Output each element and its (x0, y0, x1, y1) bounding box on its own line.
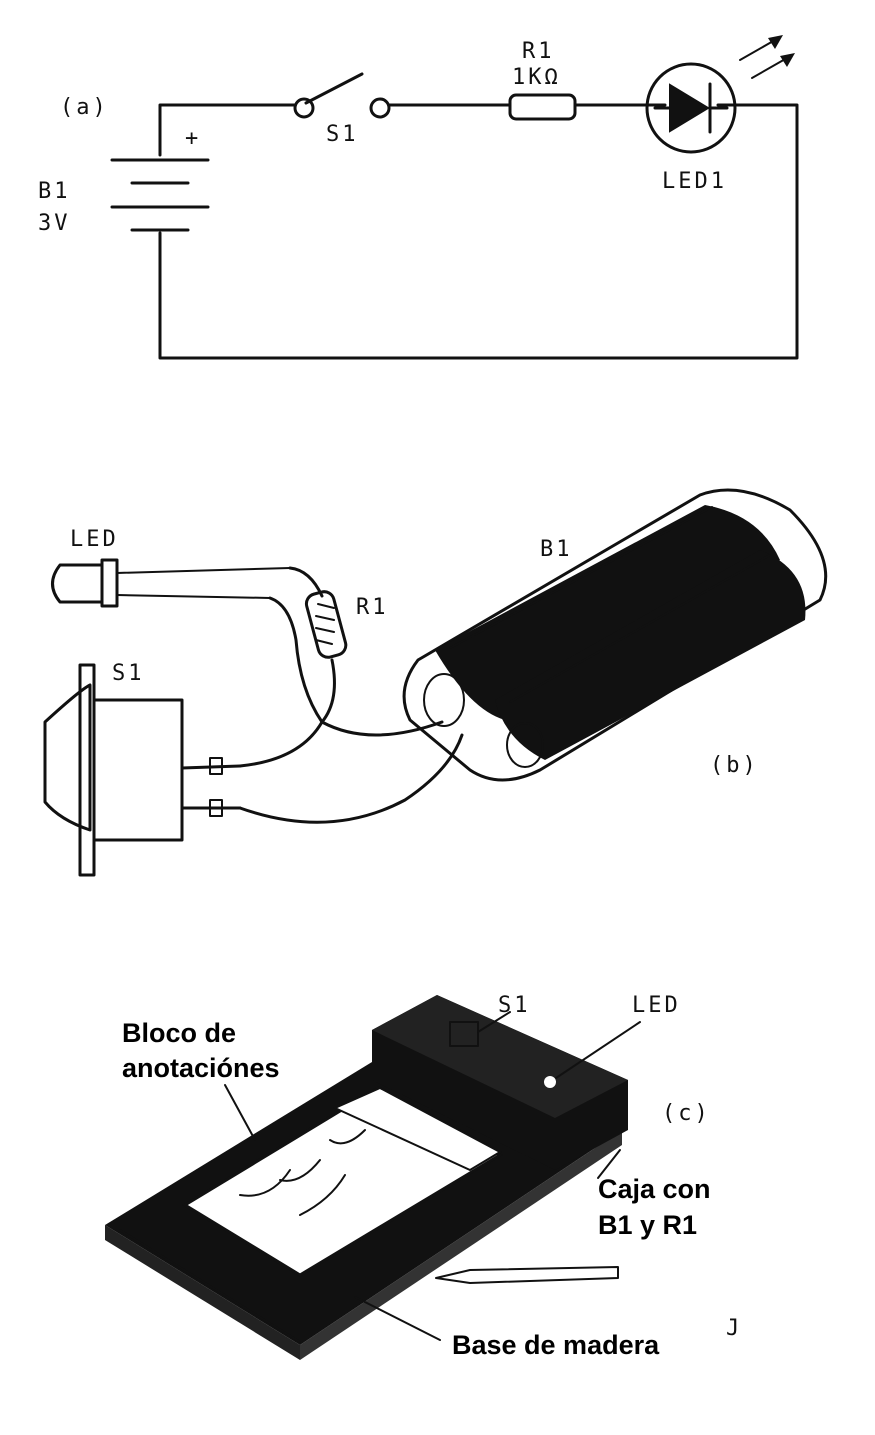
panel-a-label: (a) (60, 95, 109, 120)
connecting-wires (238, 720, 464, 824)
schematic-wires (158, 103, 799, 360)
wiring-switch-label: S1 (112, 661, 145, 686)
assembly-switch-label: S1 (498, 993, 531, 1018)
notepad-label-line2: anotaciónes (122, 1053, 280, 1083)
panel-b-label: (b) (710, 753, 759, 778)
light-emission-arrows (739, 35, 795, 79)
leader-lines (224, 1011, 641, 1341)
notepad-label-line1: Bloco de (122, 1018, 236, 1048)
battery-holder (402, 488, 828, 782)
switch-label: S1 (326, 122, 359, 147)
box-label-line1: Caja con (598, 1174, 711, 1204)
resistor-component (268, 566, 348, 724)
resistor-value: 1KΩ (512, 65, 561, 90)
switch-component (43, 663, 242, 877)
wiring-resistor-label: R1 (356, 595, 389, 620)
pencil (435, 1266, 619, 1284)
wiring-panel: LED R1 S1 B1 (b) (43, 488, 828, 877)
assembly-led-label: LED (632, 993, 681, 1018)
switch-symbol (293, 72, 391, 119)
base-label: Base de madera (452, 1330, 660, 1360)
battery-voltage: 3V (38, 211, 71, 236)
schematic-panel: (a) + B1 3V S1 R1 1KΩ LED1 (38, 35, 799, 360)
panel-c-label: (c) (662, 1101, 711, 1126)
led-symbol (645, 62, 737, 154)
wiring-battery-label: B1 (540, 537, 573, 562)
component-box (372, 995, 628, 1170)
battery-symbol (110, 158, 210, 232)
resistor-label: R1 (522, 39, 555, 64)
battery-polarity: + (185, 126, 201, 151)
wiring-led-label: LED (70, 527, 119, 552)
box-label-line2: B1 y R1 (598, 1210, 697, 1240)
corner-mark: J (726, 1316, 742, 1341)
battery-label: B1 (38, 179, 71, 204)
notepad (182, 1086, 504, 1277)
resistor-symbol (508, 93, 577, 121)
assembly-panel: S1 LED (c) Bloco de anotaciónes Caja con… (105, 993, 742, 1360)
led-component (51, 558, 291, 608)
led-label: LED1 (662, 169, 727, 194)
